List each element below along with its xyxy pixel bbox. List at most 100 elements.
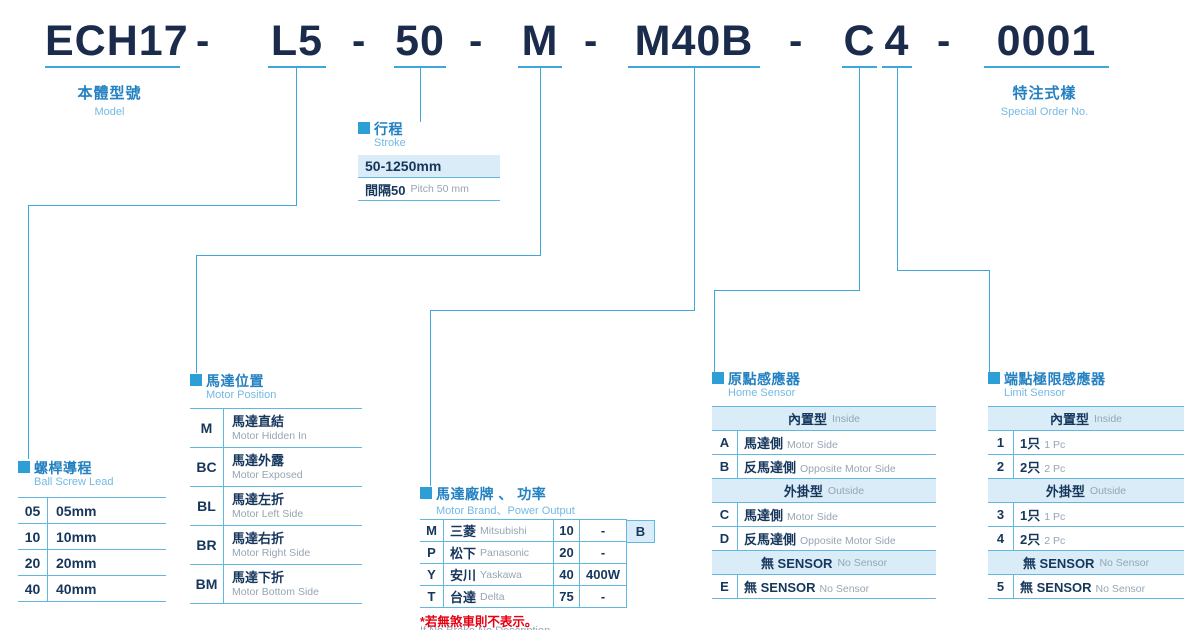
- lead-value: 20mm: [56, 554, 97, 571]
- code-segment-limit-sensor: 4: [882, 16, 912, 68]
- power-code: 40: [554, 564, 580, 585]
- special-order-label-zh: 特注式樣: [1012, 85, 1077, 102]
- desc-en: Motor Exposed: [232, 469, 303, 481]
- table-header-row: 內置型 Inside: [712, 407, 936, 431]
- model-label: 本體型號 Model: [42, 82, 177, 118]
- desc-en: 2 Pc: [1044, 534, 1066, 547]
- table-row: 20 20mm: [18, 550, 166, 576]
- brand-code: P: [420, 542, 444, 563]
- header-en: No Sensor: [837, 556, 888, 569]
- sensor-code: 4: [988, 527, 1014, 550]
- code-separator: -: [584, 19, 598, 63]
- motor-position-desc: 馬達外露 Motor Exposed: [224, 453, 303, 481]
- brand-name: 安川 Yaskawa: [444, 564, 554, 585]
- motor-brand-title-zh: 馬達廠牌 、 功率: [436, 486, 547, 502]
- stroke-title-zh: 行程: [374, 121, 403, 137]
- header-en: Outside: [1089, 484, 1127, 497]
- table-row: BR 馬達右折 Motor Right Side: [190, 526, 362, 565]
- motor-brand-title-en: Motor Brand、Power Output: [436, 505, 575, 517]
- table-row: 50-1250mm: [358, 155, 500, 178]
- lead-value: 10mm: [56, 528, 97, 545]
- brake-note-en: If No Brake No Description: [420, 625, 550, 630]
- code-segment-motor-position: M: [518, 16, 562, 68]
- power-value: -: [580, 542, 627, 563]
- motor-position-title-zh: 馬達位置: [206, 373, 264, 389]
- table-header-row: 外掛型 Outside: [988, 479, 1184, 503]
- motor-position-code: BC: [190, 448, 224, 486]
- stroke-title-en: Stroke: [374, 137, 406, 149]
- lead-title-zh: 螺桿導程: [34, 460, 92, 476]
- motor-position-code: M: [190, 409, 224, 447]
- code-segment-lead: L5: [268, 16, 326, 68]
- table-header-row: 內置型 Inside: [988, 407, 1184, 431]
- section-bullet-icon: [18, 461, 30, 473]
- header-en: Outside: [827, 484, 865, 497]
- lead-code: 10: [18, 524, 48, 549]
- lead-value: 05mm: [56, 502, 97, 519]
- connector-line-home-sensor: [714, 290, 715, 372]
- lead-title-en: Ball Screw Lead: [34, 476, 114, 488]
- desc-zh: 馬達下折: [232, 570, 285, 585]
- connector-line-limit-sensor: [897, 270, 990, 271]
- desc-en: Motor Side: [787, 510, 838, 523]
- section-bullet-icon: [358, 122, 370, 134]
- code-segment-model: ECH17: [45, 16, 188, 68]
- power-code: 75: [554, 586, 580, 607]
- table-header-row: 無 SENSOR No Sensor: [988, 551, 1184, 575]
- brand-name: 三菱 Mitsubishi: [444, 520, 554, 541]
- code-separator: -: [352, 19, 366, 63]
- sensor-code: 3: [988, 503, 1014, 526]
- table-row: BL 馬達左折 Motor Left Side: [190, 487, 362, 526]
- connector-line-motor-position: [196, 255, 541, 256]
- code-segment-special-order: 0001: [984, 16, 1109, 68]
- table-row: T 台達 Delta 75 -: [420, 586, 627, 608]
- table-row: 間隔50 Pitch 50 mm: [358, 178, 500, 201]
- model-label-zh: 本體型號: [77, 85, 142, 102]
- sensor-code: D: [712, 527, 738, 550]
- home-sensor-title-en: Home Sensor: [728, 387, 796, 399]
- brand-code: M: [420, 520, 444, 541]
- desc-zh: 馬達右折: [232, 531, 285, 546]
- code-separator: -: [469, 19, 483, 63]
- desc-zh: 馬達側: [744, 435, 784, 451]
- desc-en: 1 Pc: [1044, 438, 1066, 451]
- connector-line-lead: [296, 68, 297, 205]
- sensor-code: C: [712, 503, 738, 526]
- desc-en: 1 Pc: [1044, 510, 1066, 523]
- home-sensor-title-zh: 原點感應器: [728, 371, 801, 387]
- motor-brand-table: M 三菱 Mitsubishi 10 - B P 松下 Panasonic 20…: [420, 519, 655, 608]
- connector-line-home-sensor: [714, 290, 860, 291]
- connector-line-motor-brand: [430, 310, 431, 486]
- table-row: Y 安川 Yaskawa 40 400W: [420, 564, 627, 586]
- power-value: 400W: [580, 564, 627, 585]
- code-separator: -: [196, 19, 210, 63]
- desc-en: No Sensor: [819, 582, 870, 595]
- connector-line-motor-brand: [694, 68, 695, 310]
- brand-zh: 松下: [450, 546, 477, 561]
- stroke-pitch-en: Pitch 50 mm: [410, 183, 469, 195]
- code-separator: -: [789, 19, 803, 63]
- desc-en: Motor Hidden In: [232, 430, 307, 442]
- desc-zh: 馬達側: [744, 507, 784, 523]
- connector-line-limit-sensor: [897, 68, 898, 270]
- table-row: 10 10mm: [18, 524, 166, 550]
- desc-zh: 無 SENSOR: [744, 579, 816, 595]
- header-zh: 外掛型: [1045, 484, 1085, 499]
- header-zh: 無 SENSOR: [760, 556, 833, 571]
- sensor-code: 1: [988, 431, 1014, 454]
- motor-position-desc: 馬達下折 Motor Bottom Side: [224, 570, 319, 598]
- desc-en: Motor Right Side: [232, 547, 311, 559]
- stroke-pitch-zh: 間隔50: [365, 182, 406, 198]
- power-code: 20: [554, 542, 580, 563]
- table-row: M 馬達直結 Motor Hidden In: [190, 409, 362, 448]
